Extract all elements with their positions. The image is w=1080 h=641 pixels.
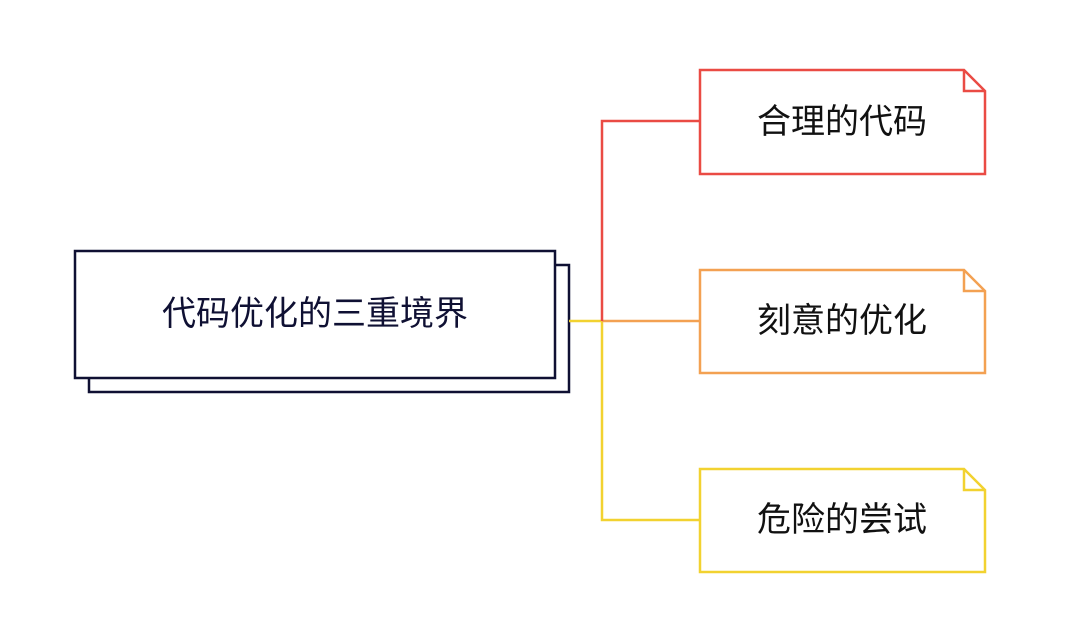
root-node-box	[73, 249, 557, 380]
connector-branch-3	[569, 319, 700, 522]
branch-node-2-fold	[962, 270, 985, 293]
branch-node-3-fold	[962, 469, 985, 492]
branch-node-3-label: 危险的尝试	[757, 500, 927, 540]
branch-node-2[interactable]: 刻意的优化	[698, 268, 987, 375]
branch-node-3-box	[698, 467, 987, 574]
branch-node-1-fold	[962, 70, 985, 93]
connectors	[569, 119, 700, 522]
branch-node-3[interactable]: 危险的尝试	[698, 467, 987, 574]
root-node[interactable]: 代码优化的三重境界	[73, 249, 571, 394]
branch-node-2-box	[698, 268, 987, 375]
root-node-label: 代码优化的三重境界	[162, 294, 468, 334]
branch-node-1[interactable]: 合理的代码	[698, 68, 987, 176]
connector-branch-1	[600, 119, 700, 321]
branch-node-1-label: 合理的代码	[757, 102, 927, 142]
branch-node-1-box	[698, 68, 987, 176]
branch-node-2-label: 刻意的优化	[757, 301, 927, 341]
